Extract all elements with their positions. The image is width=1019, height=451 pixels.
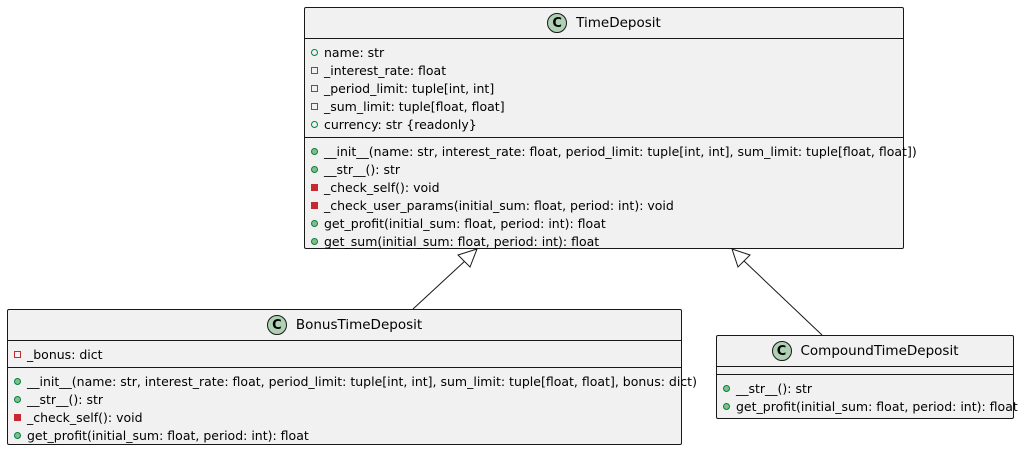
attribute-row: _sum_limit: tuple[float, float] — [305, 97, 903, 115]
attribute-signature: _interest_rate: float — [324, 62, 447, 78]
edge-compound-to-timedeposit — [742, 259, 823, 336]
class-c-icon: C — [547, 13, 568, 33]
attribute-row: _period_limit: tuple[int, int] — [305, 79, 903, 97]
class-c-icon: C — [266, 315, 287, 335]
public-visibility-icon — [311, 147, 318, 155]
public-visibility-icon — [723, 384, 730, 392]
method-row: get_sum(initial_sum: float, period: int)… — [305, 232, 903, 250]
public-visibility-icon — [311, 120, 318, 128]
private-visibility-icon — [311, 201, 318, 209]
class-time-deposit[interactable]: C TimeDeposit name: str _interest_rate: f… — [304, 7, 917, 249]
attribute-row: _bonus: dict — [8, 345, 681, 363]
class-header: C CompoundTimeDeposit — [717, 336, 1013, 367]
method-row: _check_self(): void — [8, 408, 681, 426]
class-header: C BonusTimeDeposit — [8, 310, 681, 341]
private-visibility-icon — [311, 66, 318, 74]
attribute-signature: _sum_limit: tuple[float, float] — [324, 98, 505, 114]
method-signature: _check_self(): void — [324, 179, 440, 195]
edge-bonus-to-timedeposit — [412, 259, 467, 310]
method-row: get_profit(initial_sum: float, period: i… — [305, 214, 903, 232]
private-visibility-icon — [14, 350, 21, 358]
public-visibility-icon — [14, 431, 21, 439]
private-visibility-icon — [311, 102, 318, 110]
method-row: __str__(): str — [305, 160, 903, 178]
inheritance-arrowhead-bonus — [457, 248, 478, 268]
method-signature: get_profit(initial_sum: float, period: i… — [324, 215, 606, 231]
class-bonus-time-deposit[interactable]: C BonusTimeDeposit _bonus: dict __init__… — [7, 309, 697, 448]
class-title: CompoundTimeDeposit — [800, 343, 959, 359]
method-signature: get_profit(initial_sum: float, period: i… — [736, 398, 1018, 414]
public-visibility-icon — [311, 165, 318, 173]
method-signature: __str__(): str — [736, 380, 813, 396]
method-row: __str__(): str — [717, 379, 1013, 397]
attributes-section: name: str _interest_rate: float _period_li… — [305, 39, 903, 138]
public-visibility-icon — [14, 395, 21, 403]
method-row: _check_self(): void — [305, 178, 903, 196]
method-signature: __init__(name: str, interest_rate: float… — [27, 373, 697, 389]
method-signature: get_sum(initial_sum: float, period: int)… — [324, 233, 600, 249]
public-visibility-icon — [311, 237, 318, 245]
method-signature: get_profit(initial_sum: float, period: i… — [27, 427, 309, 443]
private-visibility-icon — [311, 84, 318, 92]
attribute-signature: _bonus: dict — [27, 346, 103, 362]
class-title: BonusTimeDeposit — [295, 317, 423, 333]
attribute-row: currency: str {readonly} — [305, 115, 903, 133]
method-row: __init__(name: str, interest_rate: float… — [8, 372, 697, 390]
private-visibility-icon — [14, 413, 21, 421]
method-row: get_profit(initial_sum: float, period: i… — [8, 426, 681, 444]
method-row: get_profit(initial_sum: float, period: i… — [717, 397, 1018, 415]
class-title: TimeDeposit — [576, 15, 661, 31]
public-visibility-icon — [14, 377, 21, 385]
public-visibility-icon — [723, 402, 730, 410]
method-signature: __str__(): str — [324, 161, 401, 177]
method-row: __str__(): str — [8, 390, 681, 408]
inheritance-arrowhead-compound — [731, 248, 751, 268]
methods-section: __init__(name: str, interest_rate: float… — [305, 138, 917, 254]
methods-section: __init__(name: str, interest_rate: float… — [8, 368, 697, 448]
public-visibility-icon — [311, 219, 318, 227]
attribute-signature: _period_limit: tuple[int, int] — [324, 80, 495, 96]
method-row: __init__(name: str, interest_rate: float… — [305, 142, 917, 160]
class-c-icon: C — [771, 341, 792, 361]
method-row: _check_user_params(initial_sum: float, p… — [305, 196, 903, 214]
private-visibility-icon — [311, 183, 318, 191]
attributes-section — [717, 367, 1013, 375]
method-signature: _check_self(): void — [27, 409, 143, 425]
method-signature: __init__(name: str, interest_rate: float… — [324, 143, 917, 159]
attribute-signature: name: str — [324, 44, 385, 60]
method-signature: __str__(): str — [27, 391, 104, 407]
attributes-section: _bonus: dict — [8, 341, 681, 368]
attribute-row: _interest_rate: float — [305, 61, 903, 79]
class-header: C TimeDeposit — [305, 8, 903, 39]
class-compound-time-deposit[interactable]: C CompoundTimeDeposit __str__(): str get_… — [716, 335, 1018, 419]
method-signature: _check_user_params(initial_sum: float, p… — [324, 197, 674, 213]
public-visibility-icon — [311, 48, 318, 56]
attribute-row: name: str — [305, 43, 903, 61]
methods-section: __str__(): str get_profit(initial_sum: fl… — [717, 375, 1018, 419]
attribute-signature: currency: str {readonly} — [324, 116, 477, 132]
